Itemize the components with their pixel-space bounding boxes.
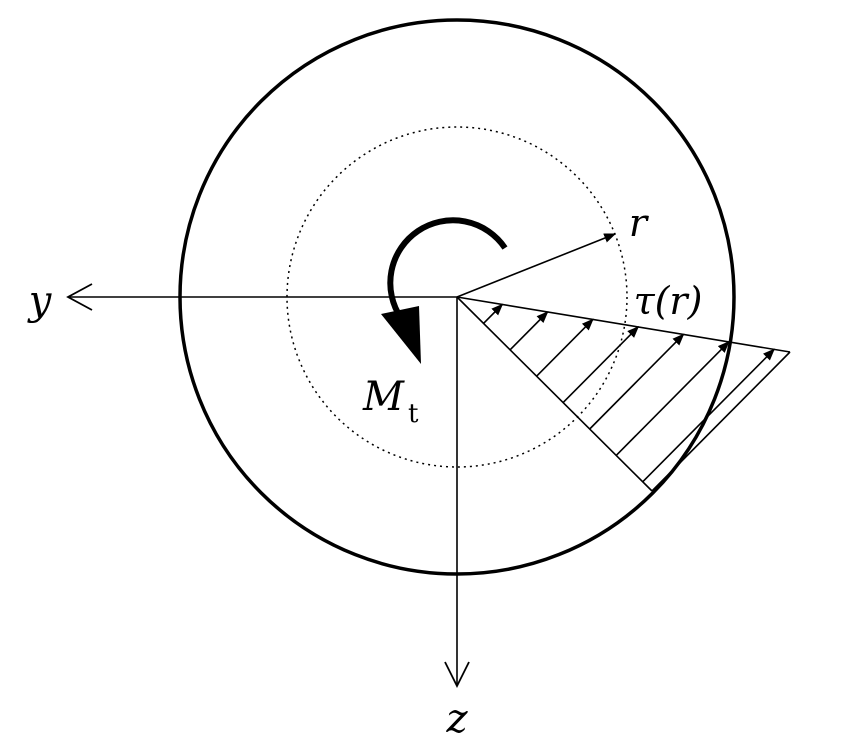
y-axis-label: y: [27, 278, 53, 324]
stress-max-vector: [651, 351, 791, 492]
stress-arrow: [562, 326, 640, 404]
stress-envelope: [456, 296, 791, 353]
torque-label-subscript: t: [408, 399, 419, 429]
shear-stress-label: τ(r): [634, 279, 703, 323]
stress-arrow: [509, 311, 549, 351]
stress-arrow: [615, 341, 730, 456]
torque-arrowhead: [381, 306, 421, 364]
stress-arrow: [536, 318, 594, 377]
stress-arrows-group: [482, 303, 775, 483]
z-axis-arrowhead: [444, 661, 470, 689]
dotted-radius-circle: [286, 126, 628, 468]
stress-arrow: [589, 333, 685, 430]
torque-label: M t: [362, 374, 419, 429]
radius-vector: [456, 233, 617, 298]
torque-label-main: M: [362, 374, 405, 420]
torque-arc: [387, 217, 508, 320]
stress-arrow: [642, 348, 775, 483]
z-axis-label: z: [445, 696, 468, 742]
radius-label: r: [629, 201, 650, 245]
stress-baseline: [456, 296, 653, 492]
stress-arrow: [482, 303, 504, 324]
y-axis-arrowhead: [66, 283, 93, 311]
